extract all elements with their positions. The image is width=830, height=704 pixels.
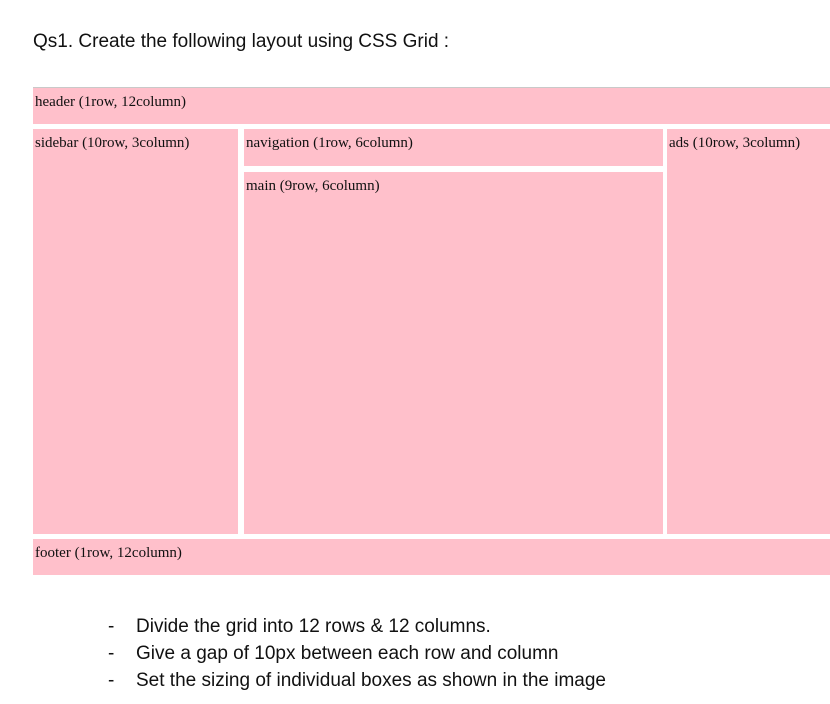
bullet-dash: -	[108, 616, 115, 637]
question-title: Qs1. Create the following layout using C…	[33, 31, 450, 52]
main-box: main (9row, 6column)	[244, 172, 663, 534]
footer-box: footer (1row, 12column)	[33, 539, 830, 575]
bullet-dash: -	[108, 670, 115, 691]
instruction-text: Set the sizing of individual boxes as sh…	[136, 670, 606, 691]
instruction-item: - Set the sizing of individual boxes as …	[108, 667, 606, 694]
figure-divider	[33, 87, 830, 88]
instruction-item: - Divide the grid into 12 rows & 12 colu…	[108, 613, 606, 640]
instruction-item: - Give a gap of 10px between each row an…	[108, 640, 606, 667]
ads-box: ads (10row, 3column)	[667, 129, 830, 534]
header-box: header (1row, 12column)	[33, 88, 830, 124]
layout-figure: header (1row, 12column) sidebar (10row, …	[33, 87, 830, 575]
navigation-box: navigation (1row, 6column)	[244, 129, 663, 166]
instruction-text: Divide the grid into 12 rows & 12 column…	[136, 616, 491, 637]
instruction-list: - Divide the grid into 12 rows & 12 colu…	[108, 613, 606, 694]
sidebar-box: sidebar (10row, 3column)	[33, 129, 238, 534]
instruction-text: Give a gap of 10px between each row and …	[136, 643, 559, 664]
bullet-dash: -	[108, 643, 115, 664]
